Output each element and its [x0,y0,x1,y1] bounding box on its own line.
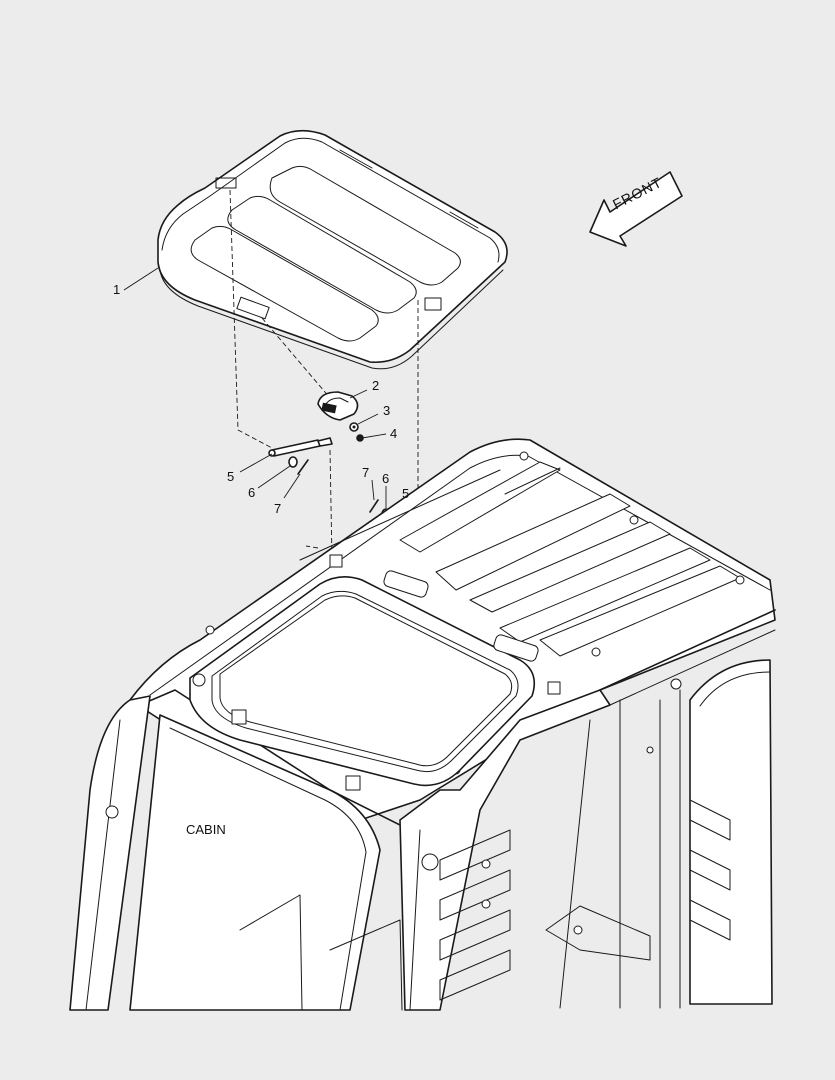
callout-5-right: 5 [402,486,410,501]
callout-6-left: 6 [248,485,256,500]
roof-hatch-opening [189,554,561,791]
callout-7-right: 7 [362,465,370,480]
front-direction-arrow [589,171,683,247]
washer-part-3 [349,422,359,432]
callout-4: 4 [390,426,398,441]
cabin-label: CABIN [186,822,226,837]
cabin-pillars-and-windows [69,609,776,1011]
callout-3: 3 [383,403,391,418]
pin-left [297,459,309,475]
pin-right [369,499,379,513]
callout-5-left: 5 [227,469,235,484]
gas-strut-left [268,437,333,457]
callout-7-left: 7 [274,501,282,516]
roof-hatch-panel [157,129,508,370]
callout-2: 2 [372,378,380,393]
callout-6-right: 6 [382,471,390,486]
latch-handle [317,391,359,421]
callout-1: 1 [113,282,121,297]
washer-left [288,456,298,468]
